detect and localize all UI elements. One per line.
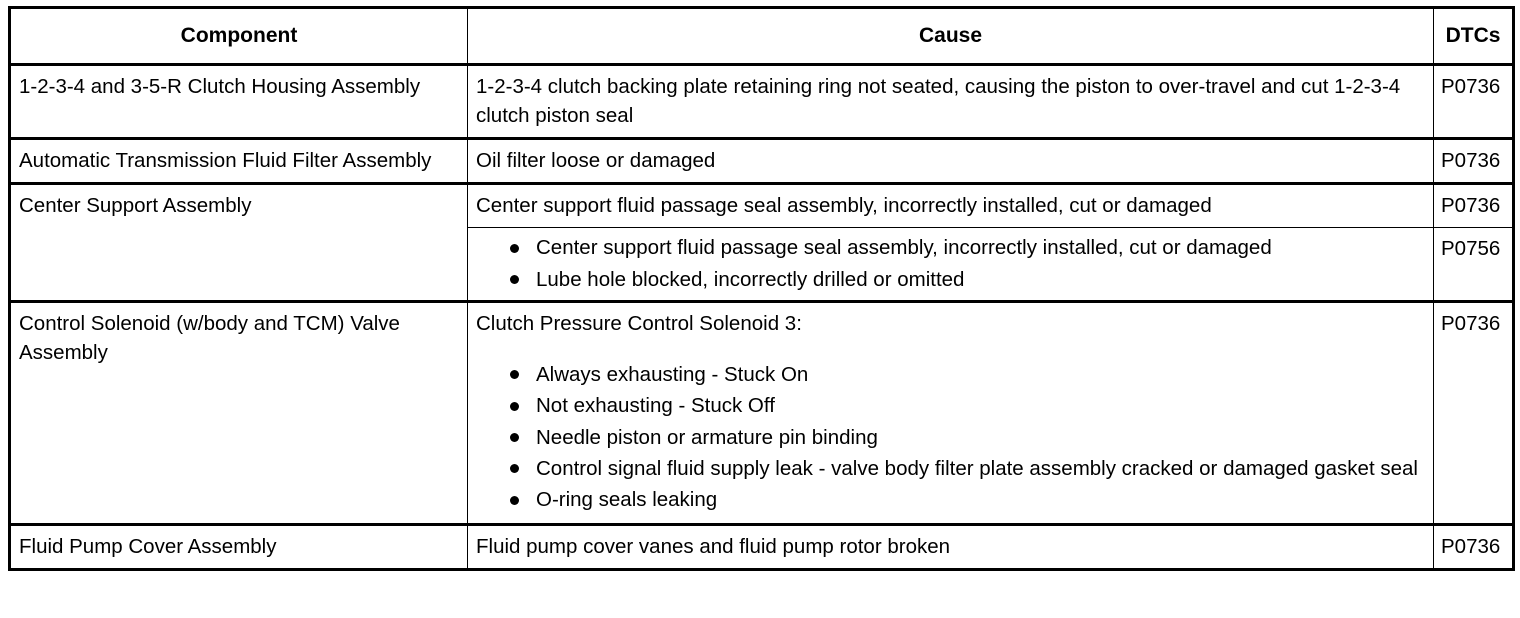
component-name: Fluid Pump Cover Assembly <box>19 534 277 558</box>
list-item: Not exhausting - Stuck Off <box>510 391 1425 420</box>
cell-cause: Oil filter loose or damaged <box>467 137 1434 185</box>
column-header-dtcs: DTCs <box>1433 7 1514 66</box>
component-name: Automatic Transmission Fluid Filter Asse… <box>19 149 432 173</box>
table-row: Control Solenoid (w/body and TCM) Valve … <box>9 300 1514 525</box>
table-row: Fluid Pump Cover Assembly Fluid pump cov… <box>9 522 1514 570</box>
header-row: Component Cause DTCs <box>9 7 1514 66</box>
component-name: Center Support Assembly <box>19 194 252 218</box>
column-header-cause: Cause <box>467 7 1434 66</box>
cause-text: Oil filter loose or damaged <box>476 149 716 173</box>
list-item-label: O-ring seals leaking <box>536 488 718 512</box>
bullet-icon <box>510 275 519 284</box>
dtc-code: P0756 <box>1441 237 1501 261</box>
cell-component: 1-2-3-4 and 3-5-R Clutch Housing Assembl… <box>9 63 468 140</box>
cell-component: Center Support Assembly <box>9 182 468 303</box>
cause-bullet-list: Always exhausting - Stuck On Not exhaust… <box>476 360 1425 515</box>
list-item: Lube hole blocked, incorrectly drilled o… <box>510 265 1425 294</box>
component-name: Control Solenoid (w/body and TCM) Valve … <box>19 312 400 365</box>
cell-dtc: P0736 <box>1433 137 1514 185</box>
list-item-label: Needle piston or armature pin binding <box>536 425 878 449</box>
bullet-icon <box>510 495 519 505</box>
dtc-code: P0736 <box>1441 75 1501 98</box>
list-item-label: Lube hole blocked, incorrectly drilled o… <box>536 267 965 291</box>
table-row: 1-2-3-4 and 3-5-R Clutch Housing Assembl… <box>9 63 1514 140</box>
cause-text: Fluid pump cover vanes and fluid pump ro… <box>476 534 951 558</box>
list-item: Always exhausting - Stuck On <box>510 360 1425 389</box>
list-item-label: Not exhausting - Stuck Off <box>536 394 775 418</box>
list-item-label: Control signal fluid supply leak - valve… <box>536 457 1418 481</box>
cause-text: 1-2-3-4 clutch backing plate retaining r… <box>476 75 1401 128</box>
cell-dtc: P0736 <box>1433 522 1514 570</box>
cell-dtc: P0736 <box>1433 63 1514 140</box>
list-item-label: Always exhausting - Stuck On <box>536 363 809 387</box>
table-row: Center Support Assembly Center support f… <box>9 182 1514 303</box>
cell-cause: Center support fluid passage seal assemb… <box>467 182 1434 229</box>
bullet-icon <box>510 401 519 411</box>
dtc-code: P0736 <box>1441 194 1501 218</box>
dtc-code: P0736 <box>1441 149 1501 173</box>
cell-dtc: P0736 <box>1433 182 1514 229</box>
cell-component: Fluid Pump Cover Assembly <box>9 522 468 570</box>
bullet-icon <box>510 464 519 474</box>
bullet-icon <box>510 433 519 443</box>
cell-dtc: P0736 <box>1433 300 1514 525</box>
table-row: Center support fluid passage seal assemb… <box>10 227 1514 303</box>
cause-bullet-block: Center support fluid passage seal assemb… <box>468 228 1433 300</box>
bullet-icon <box>510 243 519 253</box>
list-item: O-ring seals leaking <box>510 485 1425 514</box>
dtc-code: P0736 <box>1441 534 1501 558</box>
dtc-diagnostic-table: Component Cause DTCs 1-2-3-4 and 3-5-R C… <box>8 6 1515 571</box>
list-item: Control signal fluid supply leak - valve… <box>510 454 1425 483</box>
bullet-icon <box>510 370 519 380</box>
table-row: Automatic Transmission Fluid Filter Asse… <box>9 137 1514 185</box>
table-body: 1-2-3-4 and 3-5-R Clutch Housing Assembl… <box>9 63 1514 570</box>
cell-component: Control Solenoid (w/body and TCM) Valve … <box>9 300 468 525</box>
cell-cause: Center support fluid passage seal assemb… <box>467 227 1434 303</box>
dtc-code: P0736 <box>1441 312 1501 336</box>
cause-text: Center support fluid passage seal assemb… <box>476 194 1212 218</box>
list-item: Center support fluid passage seal assemb… <box>510 233 1425 262</box>
cause-intro-text: Clutch Pressure Control Solenoid 3: <box>476 312 802 336</box>
cell-cause: Clutch Pressure Control Solenoid 3: Alwa… <box>467 300 1434 525</box>
list-item-label: Center support fluid passage seal assemb… <box>536 236 1272 260</box>
cell-dtc: P0756 <box>1433 227 1514 303</box>
component-name: 1-2-3-4 and 3-5-R Clutch Housing Assembl… <box>19 75 421 98</box>
cause-block: Clutch Pressure Control Solenoid 3: Alwa… <box>468 303 1433 523</box>
cause-bullet-list: Center support fluid passage seal assemb… <box>476 233 1425 294</box>
list-item: Needle piston or armature pin binding <box>510 423 1425 452</box>
cell-component: Automatic Transmission Fluid Filter Asse… <box>9 137 468 185</box>
column-header-component: Component <box>9 7 468 66</box>
table-header: Component Cause DTCs <box>9 7 1514 66</box>
cell-cause: 1-2-3-4 clutch backing plate retaining r… <box>467 63 1434 140</box>
cell-cause: Fluid pump cover vanes and fluid pump ro… <box>467 522 1434 570</box>
